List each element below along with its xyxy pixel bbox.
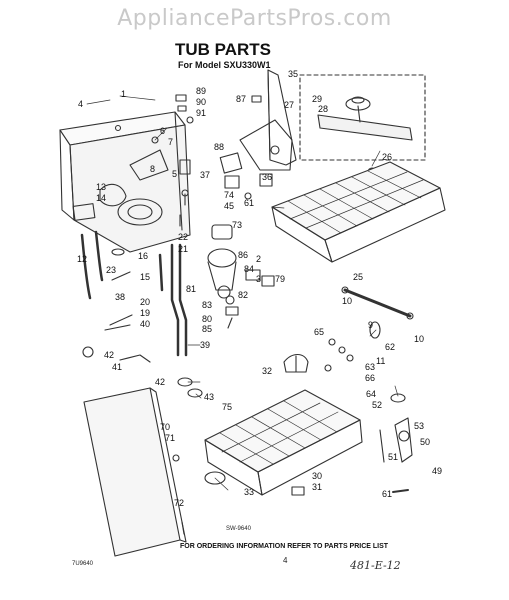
handwritten-note: 481-E-12 bbox=[350, 559, 401, 572]
callout-32: 32 bbox=[262, 366, 272, 376]
rack-rail bbox=[324, 286, 414, 403]
ordering-note: FOR ORDERING INFORMATION REFER TO PARTS … bbox=[180, 543, 389, 550]
callout-42-mid: 42 bbox=[155, 377, 165, 387]
callout-2: 2 bbox=[256, 254, 261, 264]
callout-45: 45 bbox=[224, 201, 234, 211]
callout-10-upper: 10 bbox=[342, 296, 352, 306]
callout-63: 63 bbox=[365, 362, 375, 372]
callout-1: 1 bbox=[121, 89, 126, 99]
callout-36: 36 bbox=[262, 172, 272, 182]
callout-41: 41 bbox=[112, 362, 122, 372]
tub-fasteners bbox=[175, 94, 194, 227]
callout-70: 70 bbox=[160, 422, 170, 432]
callout-42-left: 42 bbox=[104, 350, 114, 360]
callout-85: 85 bbox=[202, 324, 212, 334]
callout-61-top: 61 bbox=[244, 198, 254, 208]
callout-50: 50 bbox=[420, 437, 430, 447]
callout-9: 9 bbox=[368, 320, 373, 330]
callout-3: 3 bbox=[256, 274, 261, 284]
left-code: 7U9640 bbox=[72, 561, 94, 567]
callout-6: 6 bbox=[160, 126, 165, 136]
callout-35: 35 bbox=[288, 69, 298, 79]
callout-71: 71 bbox=[165, 433, 175, 443]
callout-65: 65 bbox=[314, 327, 324, 337]
callout-26: 26 bbox=[382, 152, 392, 162]
tub-assembly bbox=[59, 111, 191, 253]
callout-79: 79 bbox=[275, 274, 285, 284]
callout-29: 29 bbox=[312, 94, 322, 104]
callout-43: 43 bbox=[204, 392, 214, 402]
callout-15: 15 bbox=[140, 272, 150, 282]
callout-40: 40 bbox=[140, 319, 150, 329]
callout-10-right: 10 bbox=[414, 334, 424, 344]
callout-73: 73 bbox=[232, 220, 242, 230]
callout-87: 87 bbox=[236, 94, 246, 104]
spray-column bbox=[239, 69, 297, 200]
callout-86: 86 bbox=[238, 250, 248, 260]
callout-49: 49 bbox=[432, 466, 442, 476]
callout-39: 39 bbox=[200, 340, 210, 350]
callout-27: 27 bbox=[284, 100, 294, 110]
callout-88: 88 bbox=[214, 142, 224, 152]
callout-13: 13 bbox=[96, 182, 106, 192]
figure-code: SW-9640 bbox=[226, 526, 251, 532]
callout-12: 12 bbox=[77, 254, 87, 264]
callout-52: 52 bbox=[372, 400, 382, 410]
callout-23: 23 bbox=[106, 265, 116, 275]
lower-rack bbox=[204, 389, 363, 496]
callout-91: 91 bbox=[196, 108, 206, 118]
callout-80: 80 bbox=[202, 314, 212, 324]
spray-arm-inset bbox=[299, 74, 426, 177]
callout-90: 90 bbox=[196, 97, 206, 107]
callout-28: 28 bbox=[318, 104, 328, 114]
callout-82: 82 bbox=[238, 290, 248, 300]
callout-20: 20 bbox=[140, 297, 150, 307]
callout-30: 30 bbox=[312, 471, 322, 481]
hoses-and-tubes bbox=[80, 230, 188, 357]
callout-61-bottom: 61 bbox=[382, 489, 392, 499]
callout-31: 31 bbox=[312, 482, 322, 492]
callout-38: 38 bbox=[115, 292, 125, 302]
callout-72: 72 bbox=[174, 498, 184, 508]
silverware-basket bbox=[283, 353, 309, 373]
callout-8: 8 bbox=[150, 164, 155, 174]
callout-7: 7 bbox=[168, 137, 173, 147]
callout-89: 89 bbox=[196, 86, 206, 96]
callout-62: 62 bbox=[385, 342, 395, 352]
callout-19: 19 bbox=[140, 308, 150, 318]
callout-81: 81 bbox=[186, 284, 196, 294]
callout-25: 25 bbox=[353, 272, 363, 282]
callout-53: 53 bbox=[414, 421, 424, 431]
callout-5: 5 bbox=[172, 169, 177, 179]
model-subtitle: For Model SXU330W1 bbox=[178, 60, 271, 70]
callout-22: 22 bbox=[178, 232, 188, 242]
callout-4: 4 bbox=[78, 99, 83, 109]
page-number: 4 bbox=[283, 556, 288, 565]
leader-lines bbox=[86, 95, 399, 491]
callout-51: 51 bbox=[388, 452, 398, 462]
drain-parts bbox=[82, 248, 203, 398]
door-hinge-parts bbox=[379, 417, 413, 493]
callout-37: 37 bbox=[200, 170, 210, 180]
callout-14: 14 bbox=[96, 193, 106, 203]
callout-83: 83 bbox=[202, 300, 212, 310]
callout-84: 84 bbox=[244, 264, 254, 274]
upper-rack bbox=[271, 161, 446, 263]
callout-labels: 89 90 91 4 1 6 7 8 5 13 14 22 21 12 23 1… bbox=[77, 69, 442, 508]
callout-64: 64 bbox=[366, 389, 376, 399]
callout-21: 21 bbox=[178, 244, 188, 254]
callout-75: 75 bbox=[222, 402, 232, 412]
door-panel bbox=[83, 387, 187, 557]
callout-74: 74 bbox=[224, 190, 234, 200]
callout-33: 33 bbox=[244, 487, 254, 497]
callout-16: 16 bbox=[138, 251, 148, 261]
callout-11: 11 bbox=[376, 356, 385, 366]
callout-66: 66 bbox=[365, 373, 375, 383]
watermark: AppliancePartsPros.com bbox=[117, 6, 392, 31]
pump-assembly bbox=[207, 152, 275, 329]
diagram-title: TUB PARTS bbox=[175, 40, 272, 59]
